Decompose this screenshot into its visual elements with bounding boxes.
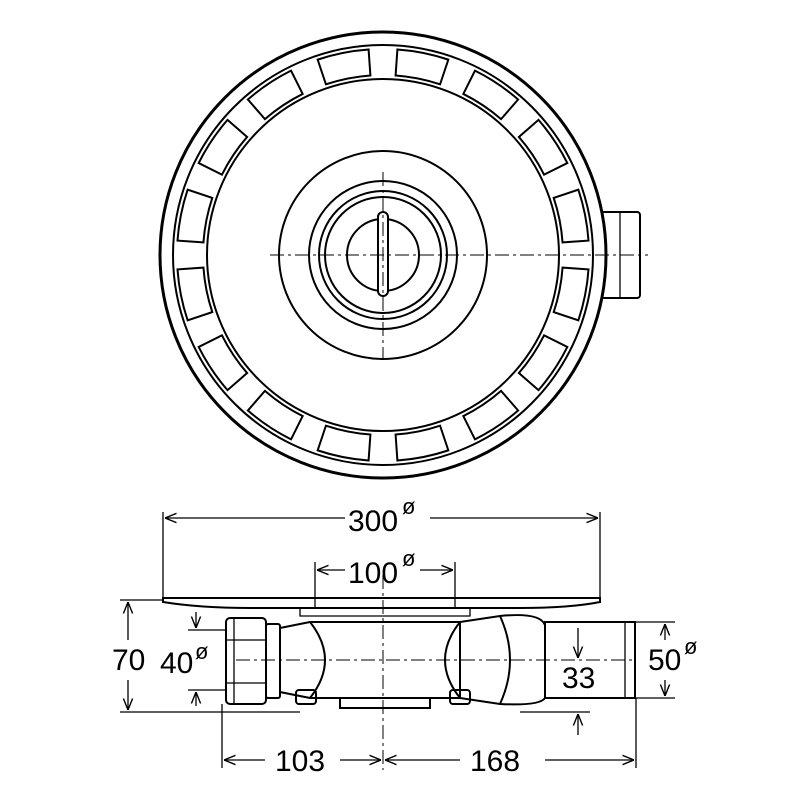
- flange-plate: [162, 597, 601, 609]
- rib-cell: [246, 389, 304, 441]
- rib-cell: [176, 266, 214, 322]
- dim-103-label: 103: [275, 745, 325, 778]
- dim-300-diameter-symbol: ø: [402, 494, 415, 519]
- dim-70-label: 70: [112, 644, 145, 677]
- rib-ring: [172, 44, 594, 466]
- dimension-labels: 300 ø 100 ø 70 40 ø 33 50 ø 103 168: [112, 494, 697, 778]
- rib-cell: [517, 118, 569, 176]
- rib-cell: [394, 424, 450, 462]
- dim-100-label: 100: [348, 557, 398, 590]
- top-view: [158, 30, 648, 480]
- rib-cell: [246, 69, 304, 121]
- rib-cell: [197, 334, 249, 392]
- dimension-lines: [120, 512, 675, 768]
- dim-40-diameter-symbol: ø: [195, 639, 208, 664]
- rib-cell: [552, 188, 590, 244]
- side-view: [162, 575, 636, 770]
- rib-cell: [462, 389, 520, 441]
- dim-300-label: 300: [348, 505, 398, 538]
- rib-cell: [462, 69, 520, 121]
- rib-cell: [176, 188, 214, 244]
- dim-50-label: 50: [648, 644, 681, 677]
- rib-cell: [316, 48, 372, 86]
- dim-40-label: 40: [160, 647, 193, 680]
- dim-100-diameter-symbol: ø: [402, 546, 415, 571]
- dim-168-label: 168: [470, 745, 520, 778]
- rib-cell: [517, 334, 569, 392]
- rib-cell: [394, 48, 450, 86]
- dim-33-label: 33: [562, 662, 595, 695]
- rib-cell: [552, 266, 590, 322]
- dim-50-diameter-symbol: ø: [684, 634, 697, 659]
- rib-cell: [316, 424, 372, 462]
- rib-cell: [197, 118, 249, 176]
- inlet-nut: [225, 617, 267, 705]
